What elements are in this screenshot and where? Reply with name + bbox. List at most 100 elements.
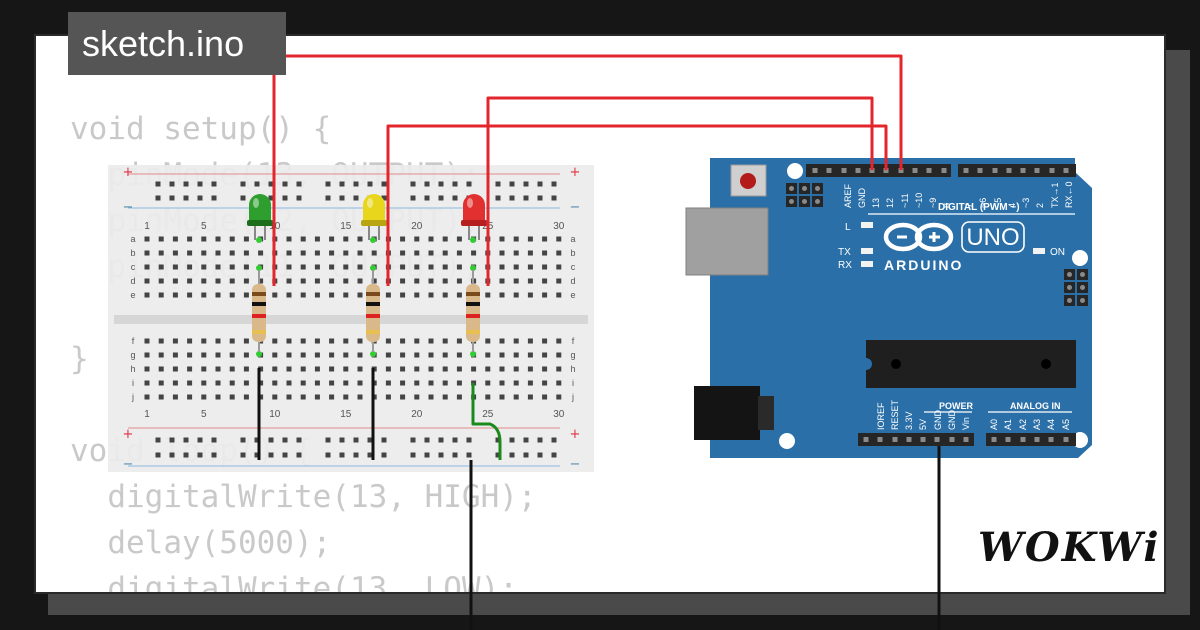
rail-hole	[183, 437, 189, 443]
led-rx-label: RX	[838, 260, 852, 271]
rail-hole	[523, 195, 529, 201]
column-number: 1	[144, 409, 150, 420]
mount-hole	[1072, 250, 1088, 266]
rail-hole	[381, 437, 387, 443]
breadboard-hole	[542, 292, 548, 298]
breadboard-hole	[243, 380, 249, 386]
breadboard-hole	[499, 338, 505, 344]
breadboard-hole	[343, 380, 349, 386]
breadboard-hole	[428, 366, 434, 372]
row-letter: f	[132, 336, 135, 346]
rail-hole	[367, 437, 373, 443]
components	[247, 194, 487, 357]
breadboard-hole	[300, 292, 306, 298]
sketch-title[interactable]: sketch.ino	[68, 12, 286, 75]
breadboard-hole	[243, 250, 249, 256]
power-pin-label: GND	[933, 410, 943, 431]
rail-hole	[169, 181, 175, 187]
breadboard-hole	[456, 278, 462, 284]
breadboard-hole	[243, 292, 249, 298]
row-letter: b	[130, 248, 135, 258]
column-number: 25	[482, 409, 494, 420]
breadboard-hole	[229, 338, 235, 344]
breadboard-hole	[400, 394, 406, 400]
breadboard-hole	[442, 366, 448, 372]
breadboard-hole	[258, 380, 264, 386]
breadboard-hole	[513, 264, 519, 270]
breadboard-hole	[300, 338, 306, 344]
breadboard-hole	[556, 394, 562, 400]
breadboard-hole	[201, 394, 207, 400]
breadboard-hole	[187, 278, 193, 284]
digital-pin-label: ~6	[978, 198, 988, 208]
breadboard-hole	[314, 236, 320, 242]
breadboard-hole	[229, 380, 235, 386]
breadboard-hole	[527, 236, 533, 242]
breadboard-hole	[314, 250, 320, 256]
connection-dot	[370, 265, 376, 271]
breadboard-hole	[400, 236, 406, 242]
breadboard-hole	[258, 366, 264, 372]
breadboard-hole	[499, 352, 505, 358]
rail-hole	[353, 452, 359, 458]
breadboard-hole	[499, 236, 505, 242]
breadboard-hole	[357, 380, 363, 386]
breadboard-hole	[456, 250, 462, 256]
power-label: POWER	[939, 401, 974, 411]
breadboard-hole	[229, 366, 235, 372]
analog-pin-label: A1	[1003, 419, 1013, 430]
rail-minus: −	[570, 200, 581, 215]
breadboard-hole	[542, 236, 548, 242]
breadboard-hole	[243, 394, 249, 400]
breadboard-hole	[385, 366, 391, 372]
rail-hole	[466, 452, 472, 458]
breadboard-hole	[272, 380, 278, 386]
power-pin-label: GND	[947, 410, 957, 431]
breadboard-hole	[215, 292, 221, 298]
rail-hole	[268, 452, 274, 458]
digital-pin-label: 2	[1035, 203, 1045, 208]
breadboard-hole	[442, 278, 448, 284]
breadboard-hole	[158, 338, 164, 344]
led-yellow	[361, 194, 387, 240]
breadboard-hole	[414, 250, 420, 256]
breadboard-hole	[485, 394, 491, 400]
breadboard-hole	[513, 366, 519, 372]
reset-button-cap[interactable]	[740, 173, 756, 189]
power-pin-label: 3.3V	[904, 411, 914, 430]
breadboard-hole	[343, 250, 349, 256]
rail-hole	[296, 452, 302, 458]
breadboard-hole	[158, 236, 164, 242]
breadboard-hole	[172, 380, 178, 386]
breadboard-hole	[144, 250, 150, 256]
power-pin-label: RESET	[890, 399, 900, 430]
breadboard-hole	[556, 278, 562, 284]
breadboard-hole	[172, 264, 178, 270]
breadboard-hole	[442, 338, 448, 344]
rail-hole	[424, 437, 430, 443]
breadboard-hole	[229, 292, 235, 298]
column-number: 20	[411, 409, 423, 420]
rail-hole	[551, 452, 557, 458]
column-number: 5	[201, 221, 207, 232]
breadboard-hole	[300, 352, 306, 358]
breadboard-hole	[258, 278, 264, 284]
breadboard-hole	[243, 264, 249, 270]
breadboard-hole	[414, 352, 420, 358]
breadboard-hole	[428, 338, 434, 344]
breadboard-hole	[172, 250, 178, 256]
rail-hole	[381, 452, 387, 458]
breadboard-hole	[414, 394, 420, 400]
breadboard-hole	[201, 338, 207, 344]
rail-hole	[169, 437, 175, 443]
breadboard-hole	[201, 292, 207, 298]
breadboard-hole	[172, 278, 178, 284]
breadboard-hole	[272, 352, 278, 358]
breadboard-hole	[400, 250, 406, 256]
breadboard-hole	[428, 394, 434, 400]
row-letter: j	[131, 392, 134, 402]
breadboard-hole	[556, 338, 562, 344]
